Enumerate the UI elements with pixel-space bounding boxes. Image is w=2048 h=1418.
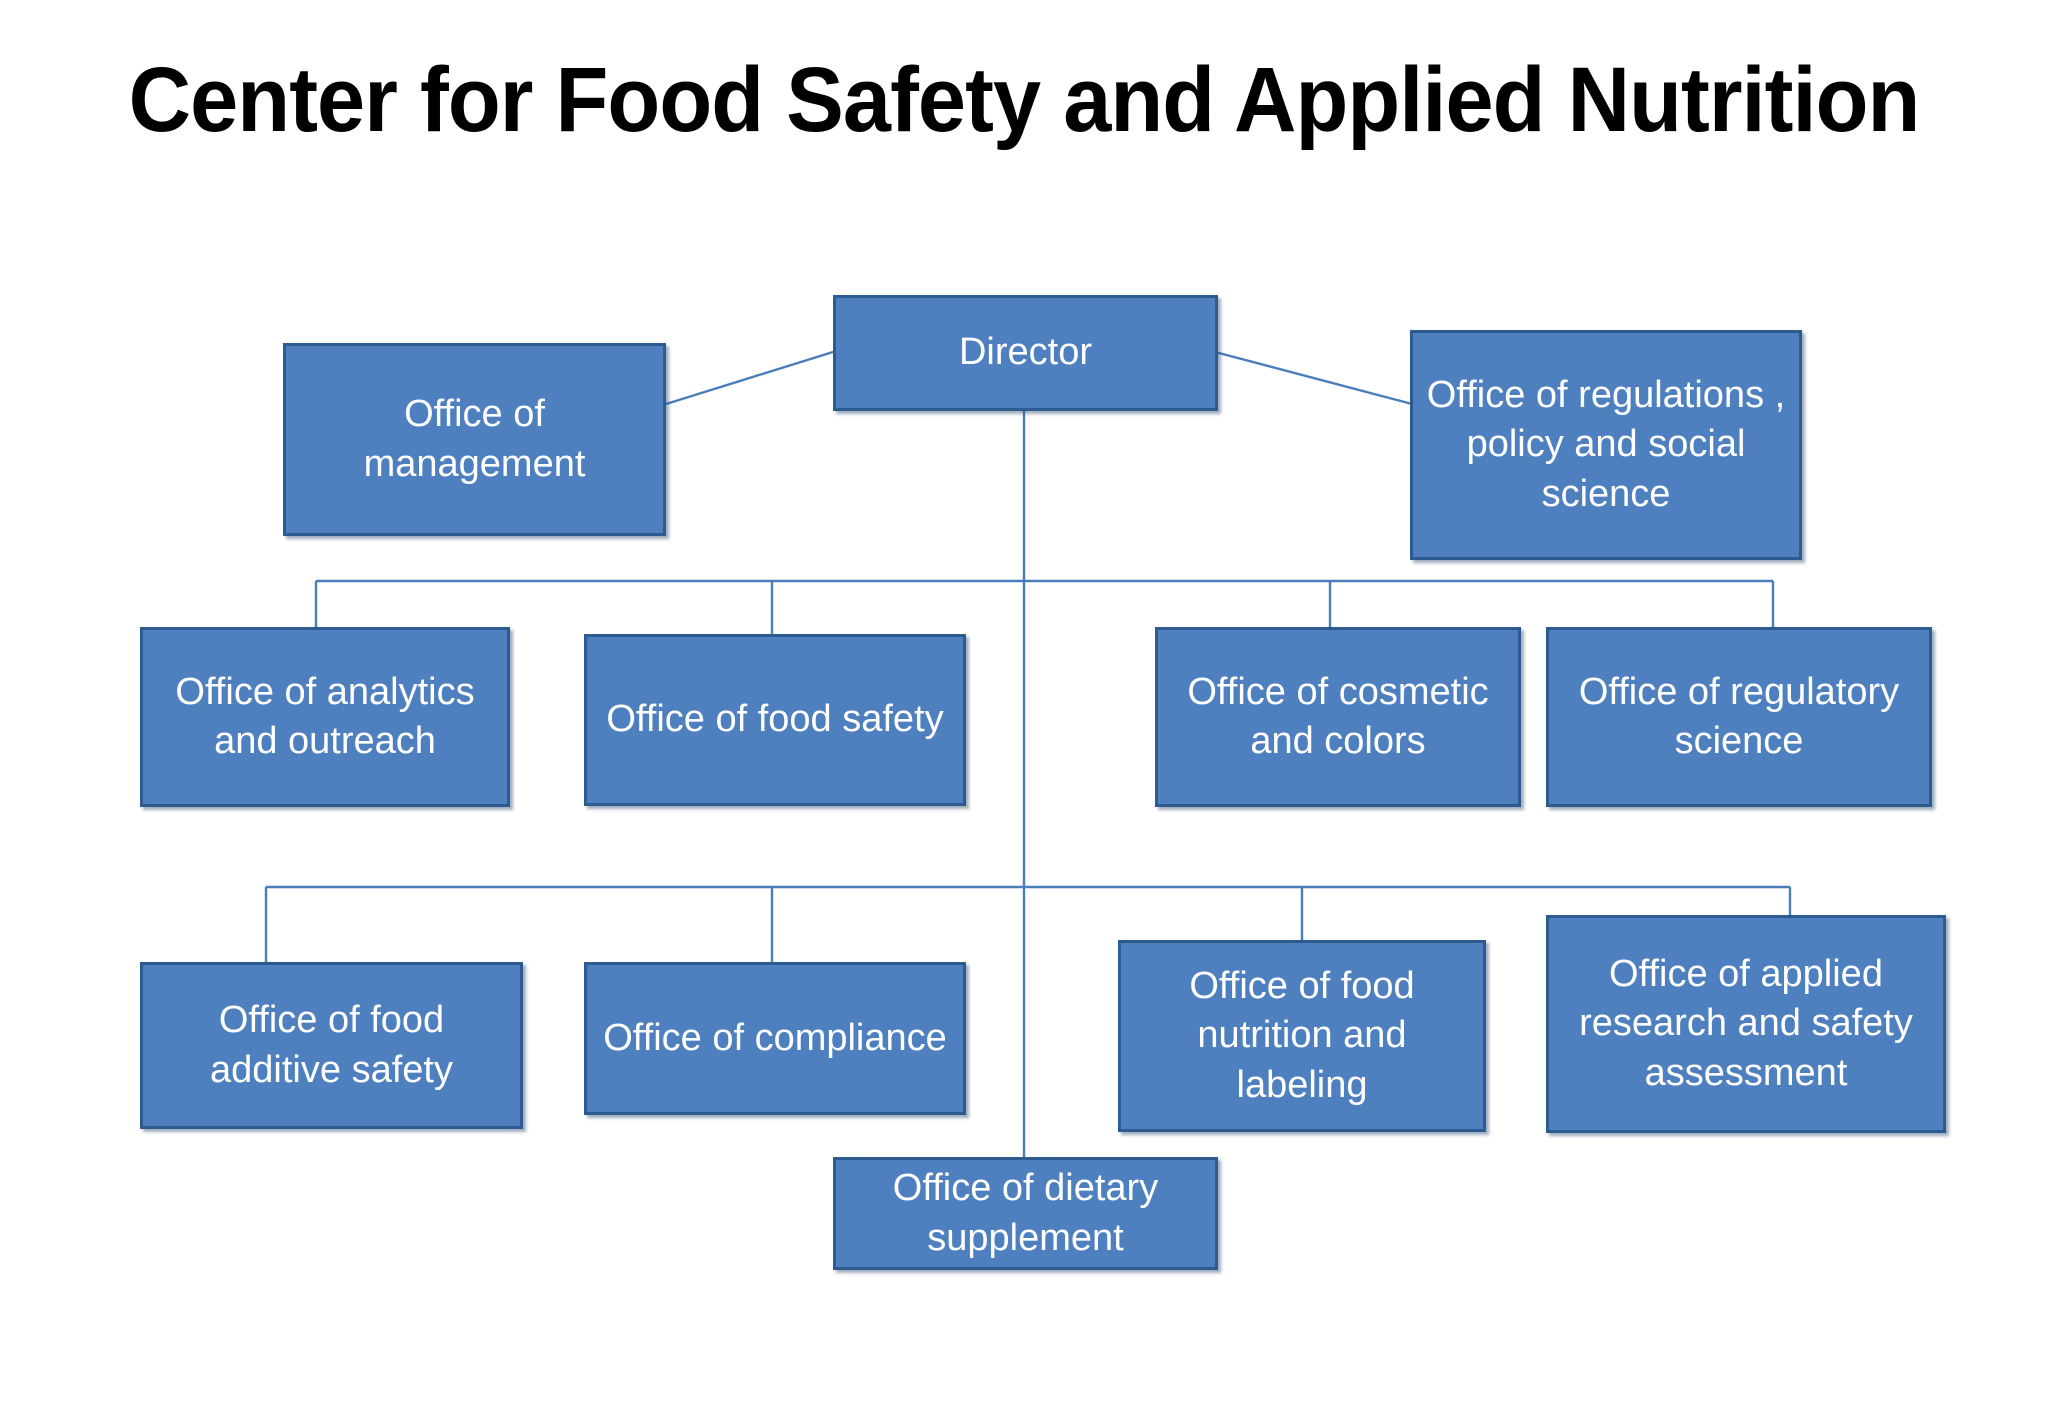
node-office-of-food-safety[interactable]: Office of food safety [584,634,966,806]
node-office-of-dietary-supplement[interactable]: Office of dietary supplement [833,1157,1218,1270]
node-office-of-cosmetic-and-colors[interactable]: Office of cosmetic and colors [1155,627,1521,807]
node-office-of-management-label: Office of management [363,393,586,485]
node-office-of-food-additive-safety[interactable]: Office of food additive safety [140,962,523,1129]
node-office-of-food-additive-safety-label: Office of food additive safety [210,999,453,1091]
node-director[interactable]: Director [833,295,1218,411]
node-office-of-food-nutrition-and-labeling[interactable]: Office of food nutrition and labeling [1118,940,1486,1132]
node-office-of-dietary-supplement-label: Office of dietary supplement [892,1167,1159,1259]
node-office-of-analytics-and-outreach[interactable]: Office of analytics and outreach [140,627,510,807]
node-office-of-analytics-and-outreach-label: Office of analytics and outreach [175,670,475,762]
node-office-of-management[interactable]: Office of management [283,343,666,536]
page-title: Center for Food Safety and Applied Nutri… [128,49,1921,151]
edge-director-to-regulations [1214,350,1413,406]
node-office-of-food-safety-label: Office of food safety [606,698,944,741]
edge-director-to-management [665,350,834,406]
node-office-of-applied-research-and-safety-assessment[interactable]: Office of applied research and safety as… [1546,915,1946,1133]
node-director-label: Director [958,331,1093,374]
node-office-of-applied-research-and-safety-assessment-label: Office of applied research and safety as… [1579,952,1913,1094]
node-office-of-regulations-policy-and-social-science-label: Office of regulations , policy and socia… [1426,373,1786,515]
node-office-of-food-nutrition-and-labeling-label: Office of food nutrition and labeling [1189,964,1415,1106]
node-office-of-compliance-label: Office of compliance [603,1016,947,1059]
node-office-of-compliance[interactable]: Office of compliance [584,962,966,1115]
node-office-of-regulations-policy-and-social-science[interactable]: Office of regulations , policy and socia… [1410,330,1802,560]
node-office-of-regulatory-science-label: Office of regulatory science [1578,670,1900,762]
node-office-of-regulatory-science[interactable]: Office of regulatory science [1546,627,1932,807]
node-office-of-cosmetic-and-colors-label: Office of cosmetic and colors [1187,670,1489,762]
